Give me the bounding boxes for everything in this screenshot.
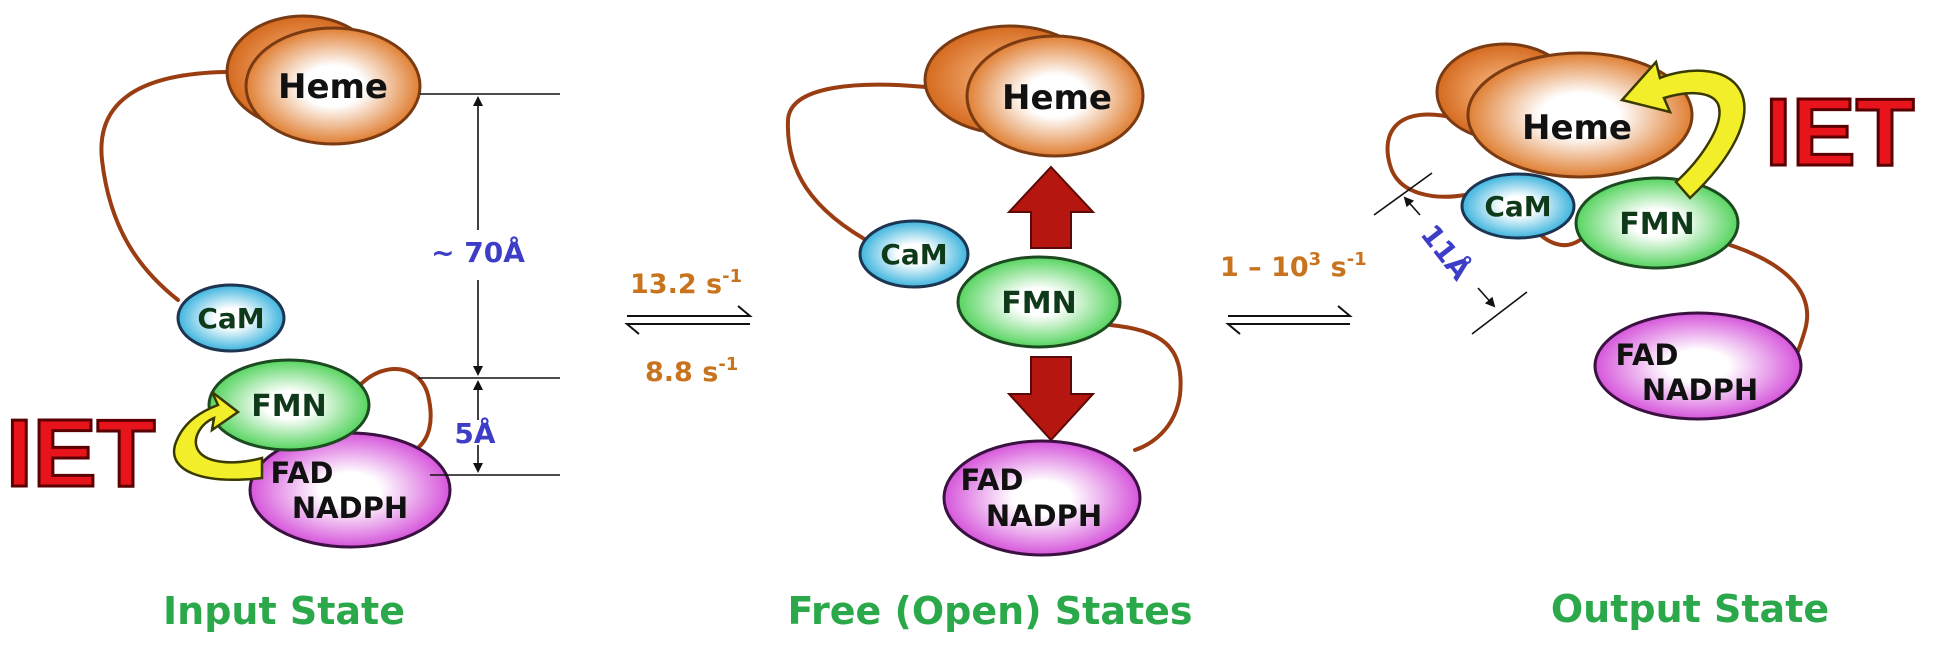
fad-nadph-domain [1593, 311, 1803, 421]
fad-label-line2: NADPH [1642, 373, 1758, 407]
fmn-label: FMN [1001, 286, 1076, 321]
fad-label-line1: FAD [271, 456, 334, 490]
dist-arrow-11-down [1477, 287, 1496, 308]
fad-label-line2: NADPH [986, 499, 1102, 533]
heme-label: Heme [278, 67, 388, 107]
input-state-panel: Heme CaM FAD NADPH FMN IET ~ 70Å 5Å [5, 14, 560, 549]
iet-label: IET [1765, 79, 1914, 186]
free-state-panel: Heme CaM FMN FAD NADPH [785, 24, 1183, 557]
cam-label: CaM [1484, 190, 1551, 223]
open-arrow-down [1006, 356, 1096, 442]
eq-arrow-forward-2 [1228, 305, 1353, 317]
heme-domain [965, 34, 1145, 158]
eq-arrow-forward-1 [627, 305, 753, 317]
output-state-panel: Heme CaM FMN IET FAD NADPH 11Å [1373, 42, 1916, 421]
fad-nadph-domain [942, 439, 1142, 557]
iet-arrow [172, 391, 264, 481]
distance-5-label: 5Å [454, 416, 495, 450]
fmn-domain [956, 255, 1122, 349]
rate-forward-1: 13.2 s-1 [630, 266, 742, 300]
eq-arrow-reverse-2 [1225, 323, 1350, 335]
cam-domain [858, 219, 970, 289]
linker-heme-cam-out [1385, 112, 1467, 199]
fmn-label: FMN [1619, 207, 1694, 242]
cam-domain [176, 283, 286, 353]
heme-label: Heme [1522, 108, 1632, 148]
linker-fmn-fad-free [1108, 323, 1183, 452]
eq-arrow-reverse-1 [624, 323, 750, 335]
fmn-domain [207, 358, 371, 452]
input-state-caption: Input State [163, 589, 405, 633]
ref-line-11-bottom [1471, 291, 1528, 335]
rate-forward-2: 1 – 103 s-1 [1220, 249, 1367, 283]
cam-label: CaM [880, 238, 947, 271]
distance-70-label: ~ 70Å [431, 235, 525, 269]
equilibrium-1: 13.2 s-1 8.8 s-1 [624, 266, 753, 388]
equilibrium-2: 1 – 103 s-1 [1220, 249, 1367, 335]
linker-heme-cam-free [785, 82, 937, 247]
dist-arrow-11-up [1403, 196, 1421, 216]
fad-label-line2: NADPH [292, 491, 408, 525]
fmn-label: FMN [251, 389, 326, 424]
fad-label-line1: FAD [1616, 338, 1679, 372]
open-arrow-up [1006, 165, 1096, 249]
fmn-domain [1574, 176, 1740, 270]
rate-reverse-1: 8.8 s-1 [645, 354, 738, 388]
ref-line-11-top [1373, 172, 1433, 216]
free-state-caption: Free (Open) States [787, 589, 1192, 633]
fad-label-line1: FAD [961, 463, 1024, 497]
iet-arrow [1619, 59, 1746, 200]
output-state-caption: Output State [1551, 587, 1829, 631]
cam-label: CaM [197, 302, 264, 335]
iet-label: IET [6, 400, 155, 507]
heme-label: Heme [1002, 78, 1112, 118]
distance-11-label: 11Å [1414, 218, 1478, 287]
linker-heme-cam [99, 69, 247, 302]
cam-domain [1460, 172, 1576, 240]
heme-domain [244, 26, 422, 146]
linker-fmn-fad [358, 367, 433, 452]
